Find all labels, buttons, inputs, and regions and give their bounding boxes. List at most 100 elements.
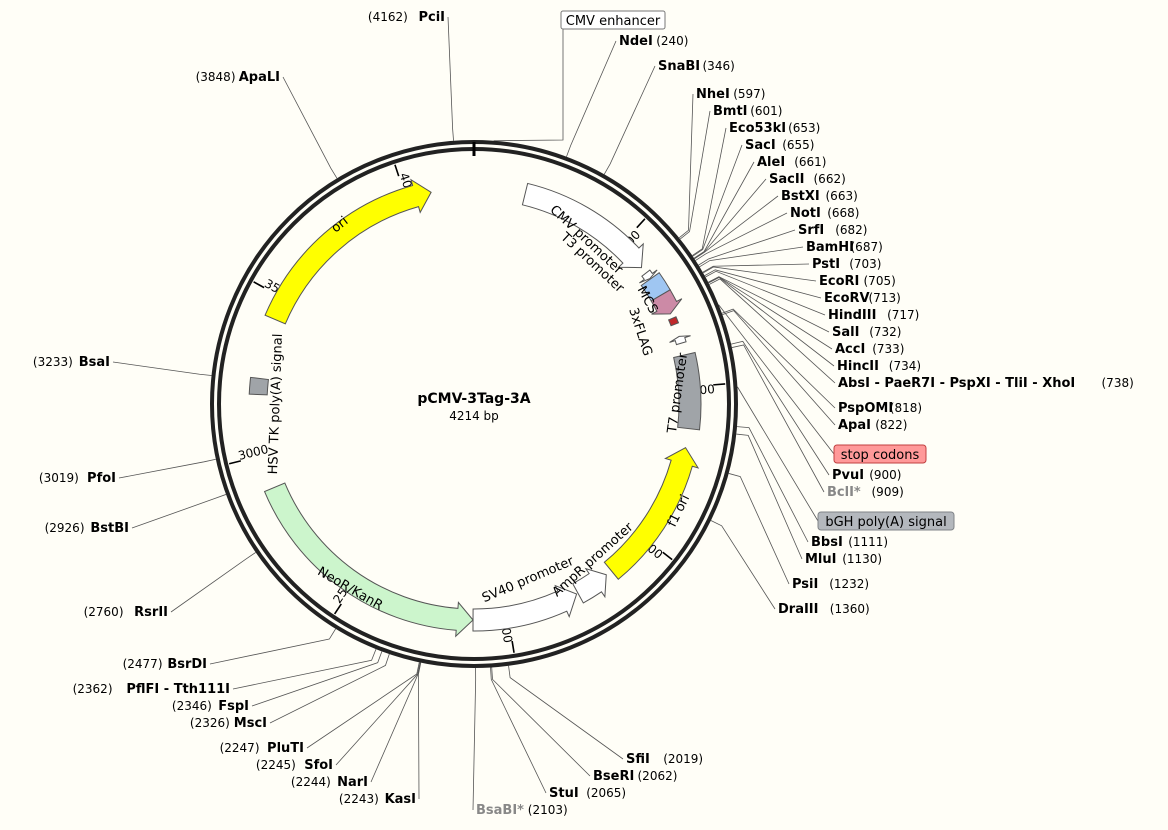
site-srfi: SrfI(682) — [798, 223, 867, 238]
site-name: EcoRI — [819, 274, 859, 289]
site-position: (909) — [872, 485, 904, 499]
boxed-label-cmv-enhancer: CMV enhancer — [560, 10, 666, 30]
site-name: PvuI — [832, 468, 864, 483]
site-name: NdeI — [619, 34, 653, 49]
site-name: PciI — [418, 10, 445, 25]
site-name: MscI — [234, 716, 267, 731]
leader-line — [702, 266, 817, 282]
site-msci: (2326)MscI — [190, 716, 267, 731]
site-name: NarI — [337, 775, 368, 790]
feature-neor — [263, 482, 474, 638]
site-position: (1360) — [830, 602, 870, 616]
site-ecorv: EcoRV(713) — [824, 291, 901, 306]
site-absi-paer7i-pspxi-tlii-xhoi: AbsI - PaeR7I - PspXI - TliI - XhoI(738) — [838, 376, 1134, 391]
site-fspi: (2346) FspI — [172, 699, 249, 714]
leader-line — [306, 662, 420, 749]
site-bsabi-: BsaBI*(2103) — [476, 803, 568, 818]
site-hindiii: HindIII(717) — [828, 308, 919, 323]
site-position: (703) — [849, 257, 881, 271]
site-name: HincII — [837, 359, 879, 374]
feature-label-hsv-tk: HSV TK poly(A) signal — [266, 333, 286, 474]
tick-4000 — [394, 164, 400, 177]
leader-line — [731, 340, 830, 476]
leader-line — [472, 667, 477, 811]
site-noti: NotI(668) — [790, 206, 859, 221]
site-position: (713) — [869, 291, 901, 305]
leader-line — [679, 110, 711, 240]
site-position: (2362) — [73, 682, 113, 696]
site-name: PfoI — [87, 471, 116, 486]
plasmid-name: pCMV-3Tag-3A — [417, 391, 530, 407]
site-position: (597) — [733, 87, 765, 101]
site-position: (687) — [851, 240, 883, 254]
site-name: NheI — [696, 87, 730, 102]
site-position: (2019) — [663, 752, 703, 766]
site-position: (818) — [890, 401, 922, 415]
boxed-label-bgh: bGH poly(A) signal — [817, 511, 955, 531]
site-name: SfiI — [626, 752, 650, 767]
site-name: AccI — [835, 342, 865, 357]
leader-line — [170, 552, 256, 613]
site-position: (2062) — [638, 769, 678, 783]
site-mlui: MluI(1130) — [805, 552, 882, 567]
leader-line — [112, 361, 212, 376]
site-saci: SacI(655) — [745, 138, 814, 153]
tick-3500 — [253, 281, 265, 289]
feature-t7-promoter — [669, 335, 691, 346]
plasmid-center-label: pCMV-3Tag-3A 4214 bp — [417, 391, 530, 423]
site-kasi: (2243)KasI — [339, 792, 416, 807]
site-name: BbsI — [811, 535, 843, 550]
leader-line — [118, 458, 216, 479]
site-position: (601) — [750, 104, 782, 118]
leader-line — [418, 662, 422, 800]
site-name: PflFI - Tth111I — [126, 682, 230, 697]
site-labels: (4162)PciINdeI(240)SnaBI(346)NheI(597)Bm… — [33, 10, 1134, 818]
site-position: (1111) — [848, 535, 888, 549]
site-pcii: (4162)PciI — [368, 10, 445, 25]
box-leader-line — [737, 386, 819, 522]
leader-line — [447, 16, 454, 141]
feature-sv40-promoter — [472, 584, 578, 632]
leader-line — [232, 648, 377, 690]
site-name: SnaBI — [658, 59, 700, 74]
site-position: (663) — [826, 189, 858, 203]
site-bmti: BmtI(601) — [713, 104, 782, 119]
box-leader-line — [493, 29, 564, 142]
site-rsrii: (2760)RsrII — [84, 605, 168, 620]
site-name: BsrDI — [167, 657, 207, 672]
site-name: Eco53kI — [729, 121, 786, 136]
leader-line — [694, 195, 779, 260]
site-pvui: PvuI(900) — [832, 468, 901, 483]
leader-line — [704, 269, 822, 299]
leader-line — [269, 653, 390, 724]
site-psti: PstI(703) — [812, 257, 881, 272]
site-hincii: HincII(734) — [837, 359, 921, 374]
site-sali: SalI(732) — [832, 325, 901, 340]
tick-2000 — [511, 640, 515, 653]
site-position: (2346) — [172, 699, 212, 713]
site-name: ApaLI — [239, 70, 280, 85]
site-position: (705) — [864, 274, 896, 288]
leader-line — [709, 278, 836, 384]
feature-f1-ori — [603, 446, 700, 580]
site-name: FspI — [218, 699, 249, 714]
site-bstxi: BstXI(663) — [781, 189, 858, 204]
site-position: (662) — [814, 172, 846, 186]
site-bsai: (3233)BsaI — [33, 355, 110, 370]
site-position: (2243) — [339, 792, 379, 806]
site-position: (668) — [827, 206, 859, 220]
feature-cmv-promoter — [521, 182, 644, 269]
site-pflfi-tth111i: (2362) PflFI - Tth111I — [73, 682, 230, 697]
feature-hsv-tk — [248, 376, 270, 396]
leader-line — [209, 628, 336, 665]
feature-stop — [667, 316, 680, 327]
leader-line — [335, 662, 421, 766]
site-name: PspOMI — [838, 401, 893, 416]
site-pfoi: (3019)PfoI — [39, 471, 116, 486]
site-position: (2065) — [586, 786, 626, 800]
feature-flag — [650, 289, 683, 315]
leader-lines — [112, 16, 836, 811]
feature-ampr-promoter — [572, 567, 607, 604]
leader-line — [694, 178, 767, 259]
